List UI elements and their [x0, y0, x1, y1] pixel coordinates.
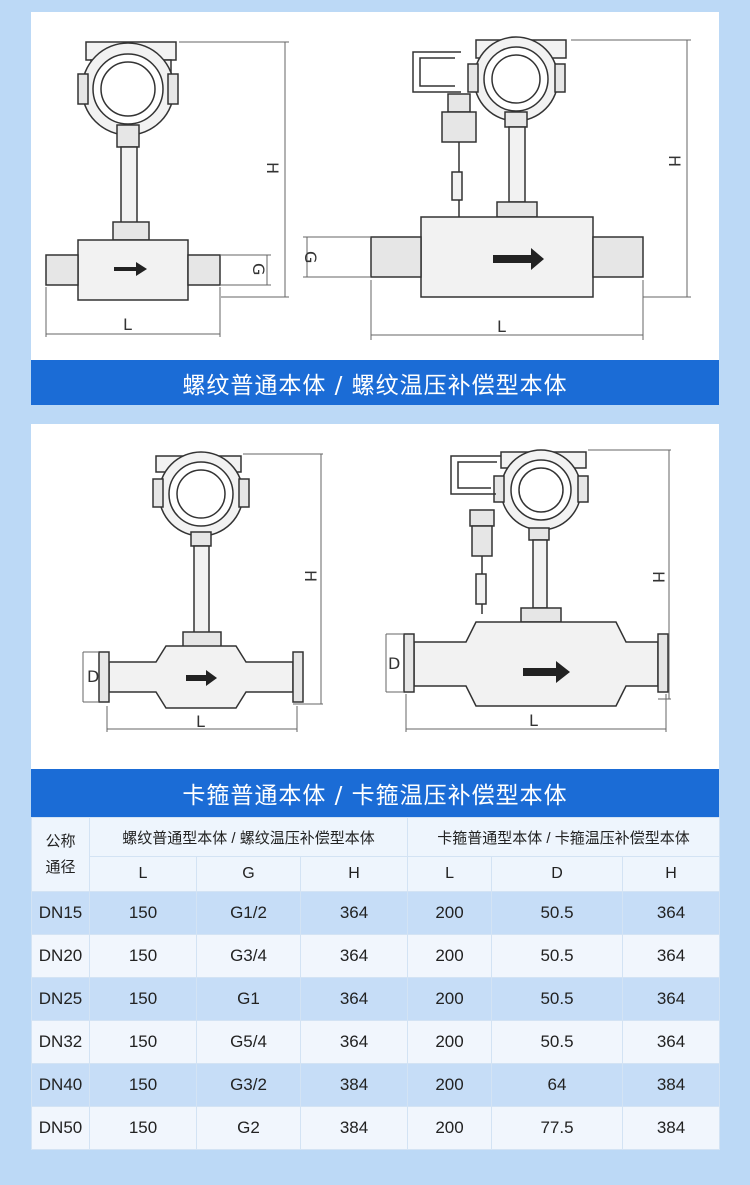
d-dimension-line-2: [385, 633, 404, 693]
nominal-diameter-cell: DN20: [31, 934, 90, 978]
table-row: DN25 150 G1 364 200 50.5 364: [31, 977, 721, 1021]
nominal-diameter-cell: DN15: [31, 891, 90, 935]
g-dimension-line-2: [303, 236, 371, 278]
nominal-diameter-header: 公称 通径: [31, 817, 90, 892]
h-dimension-label: H: [263, 162, 282, 174]
l-dimension-line: [45, 287, 221, 337]
nominal-header-line-1: 公称: [45, 832, 76, 850]
g-dimension-line: [221, 254, 271, 286]
threaded-banner: 螺纹普通本体 / 螺纹温压补偿型本体: [31, 360, 719, 405]
clamp-d-header: D: [491, 856, 624, 892]
table-cell: 50.5: [491, 934, 624, 978]
table-cell: G3/4: [196, 934, 301, 978]
clamp-normal-meter: D L H: [82, 451, 323, 732]
table-row: DN40 150 G3/2 384 200 64 384: [31, 1063, 721, 1107]
table-cell: 200: [407, 891, 493, 935]
h-dimension-line: [179, 41, 289, 298]
table-cell: 364: [622, 934, 721, 978]
h-dimension-line-3: [243, 453, 323, 705]
h-dimension-line-2: [571, 39, 691, 298]
table-cell: 200: [407, 977, 493, 1021]
l-dimension-label-4: L: [529, 711, 538, 730]
table-cell: 364: [299, 977, 409, 1021]
table-cell: 364: [622, 977, 721, 1021]
table-cell: 364: [622, 1020, 721, 1064]
table-cell: G1: [196, 977, 301, 1021]
table-cell: 364: [299, 1020, 409, 1064]
h-dimension-label-2: H: [665, 155, 684, 167]
table-cell: 150: [89, 934, 197, 978]
nominal-diameter-cell: DN50: [31, 1106, 90, 1150]
d-dimension-label-2: D: [388, 654, 400, 673]
table-row: DN15 150 G1/2 364 200 50.5 364: [31, 891, 721, 935]
table-cell: 200: [407, 1020, 493, 1064]
table-cell: G2: [196, 1106, 301, 1150]
l-dimension-label-2: L: [497, 317, 506, 336]
l-dimension-line-2: [370, 280, 644, 340]
table-row: DN50 150 G2 384 200 77.5 384: [31, 1106, 721, 1150]
table-cell: G1/2: [196, 891, 301, 935]
nominal-diameter-cell: DN25: [31, 977, 90, 1021]
table-cell: 200: [407, 1106, 493, 1150]
table-cell: 150: [89, 891, 197, 935]
table-cell: 200: [407, 1063, 493, 1107]
clamp-compensated-meter: D L H: [385, 449, 671, 732]
h-dimension-label-3: H: [301, 570, 320, 582]
table-cell: 50.5: [491, 1020, 624, 1064]
table-cell: G5/4: [196, 1020, 301, 1064]
threaded-group-header: 螺纹普通型本体 / 螺纹温压补偿型本体: [88, 817, 409, 857]
table-cell: 150: [89, 1106, 197, 1150]
h-dimension-line-4: [588, 449, 671, 700]
l-dimension-line-4: [405, 694, 667, 732]
threaded-h-header: H: [299, 856, 409, 892]
threaded-compensated-meter: L H G: [301, 36, 691, 340]
clamp-group-header: 卡箍普通型本体 / 卡箍温压补偿型本体: [407, 817, 721, 857]
table-cell: 150: [89, 977, 197, 1021]
threaded-normal-meter: L H G: [45, 41, 289, 337]
table-cell: 50.5: [491, 977, 624, 1021]
table-cell: 50.5: [491, 891, 624, 935]
table-cell: 150: [89, 1063, 197, 1107]
clamp-h-header: H: [622, 856, 721, 892]
table-cell: 200: [407, 934, 493, 978]
table-cell: 384: [299, 1063, 409, 1107]
table-cell: 77.5: [491, 1106, 624, 1150]
clamp-diagram-panel: D L H D: [31, 424, 719, 769]
table-cell: 150: [89, 1020, 197, 1064]
nominal-diameter-cell: DN32: [31, 1020, 90, 1064]
table-cell: 364: [299, 934, 409, 978]
table-cell: 384: [622, 1106, 721, 1150]
table-group-header-row: 公称 通径 螺纹普通型本体 / 螺纹温压补偿型本体 卡箍普通型本体 / 卡箍温压…: [31, 817, 721, 892]
clamp-diagram: D L H D: [82, 449, 671, 732]
clamp-banner: 卡箍普通本体 / 卡箍温压补偿型本体: [31, 769, 719, 817]
table-sub-header-row: L G H L D H: [32, 856, 721, 892]
threaded-l-header: L: [89, 856, 197, 892]
table-cell: 364: [622, 891, 721, 935]
threaded-diagram: L H G: [45, 36, 691, 340]
threaded-diagram-panel: L H G: [31, 12, 719, 360]
nominal-diameter-cell: DN40: [31, 1063, 90, 1107]
table-cell: 64: [491, 1063, 624, 1107]
l-dimension-label-3: L: [196, 712, 205, 731]
spec-table: 公称 通径 螺纹普通型本体 / 螺纹温压补偿型本体 卡箍普通型本体 / 卡箍温压…: [31, 817, 721, 1150]
h-dimension-label-4: H: [649, 571, 668, 583]
d-dimension-line: [82, 651, 99, 703]
nominal-header-line-2: 通径: [45, 858, 76, 876]
d-dimension-label: D: [87, 667, 99, 686]
g-dimension-label-2: G: [301, 251, 320, 263]
table-cell: G3/2: [196, 1063, 301, 1107]
table-cell: 364: [299, 891, 409, 935]
table-cell: 384: [622, 1063, 721, 1107]
clamp-l-header: L: [407, 856, 493, 892]
l-dimension-line-3: [106, 706, 298, 732]
g-dimension-label: G: [249, 263, 268, 275]
table-cell: 384: [299, 1106, 409, 1150]
threaded-g-header: G: [196, 856, 301, 892]
table-row: DN32 150 G5/4 364 200 50.5 364: [31, 1020, 721, 1064]
table-row: DN20 150 G3/4 364 200 50.5 364: [31, 934, 721, 978]
l-dimension-label: L: [123, 315, 132, 334]
